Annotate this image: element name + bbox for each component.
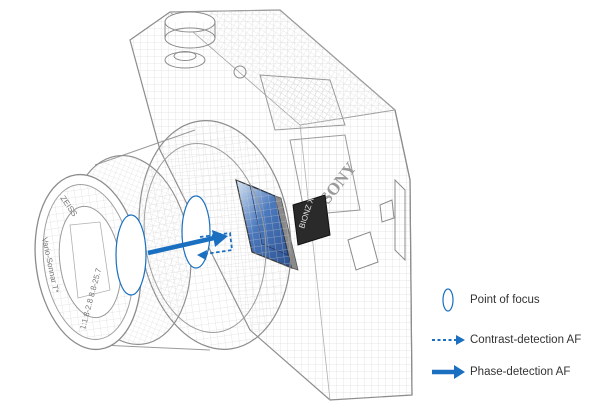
legend: Point of focus Contrast-detection AF Pha… (430, 282, 598, 392)
point-of-focus-rear (181, 195, 211, 269)
front-lens: ZEISS Vario-Sonnar T* 1:1.8-2.8 8.8-25.7 (34, 173, 142, 351)
legend-item-phase-detection: Phase-detection AF (430, 358, 570, 386)
legend-label: Contrast-detection AF (470, 334, 582, 346)
legend-label: Phase-detection AF (470, 366, 571, 378)
phase-detection-arrow (147, 230, 228, 256)
processor-chip: BIONZ X (292, 194, 331, 246)
strap-lug (347, 231, 379, 271)
legend-label: Point of focus (470, 294, 540, 306)
legend-item-contrast-detection: Contrast-detection AF (430, 326, 581, 354)
ellipse-outline-icon (430, 286, 466, 314)
contrast-detection-arrow (197, 231, 233, 260)
dashed-arrow-icon (430, 326, 466, 354)
point-of-focus-front (115, 214, 147, 296)
solid-arrow-icon (430, 358, 466, 386)
legend-item-point-of-focus: Point of focus (430, 286, 540, 314)
